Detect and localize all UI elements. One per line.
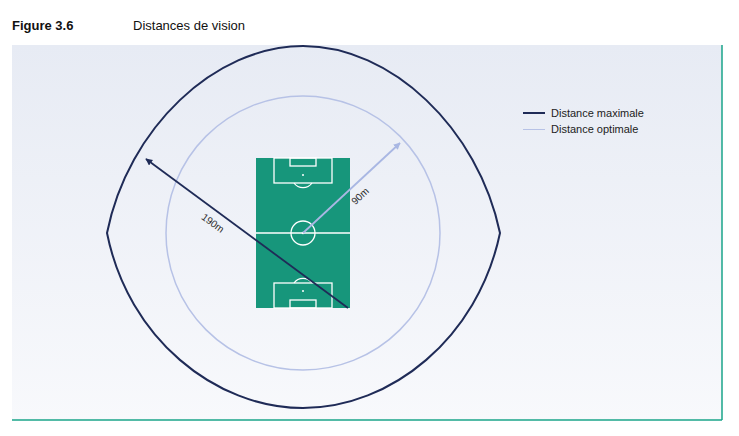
legend-entry: Distance optimale <box>523 122 638 136</box>
optimal-distance-arrow <box>303 143 400 233</box>
legend-text: Distance maximale <box>551 107 644 119</box>
panel-ground <box>12 45 722 420</box>
figure-title: Distances de vision <box>133 19 245 33</box>
optimal-distance-circle <box>166 96 440 370</box>
legend-line-sample <box>523 112 545 114</box>
dimension-label: 190m <box>200 211 227 235</box>
legend-entry: Distance maximale <box>523 106 644 120</box>
figure-number: Figure 3.6 <box>12 19 73 33</box>
legend-text: Distance optimale <box>551 123 638 135</box>
maximum-distance-outline <box>107 46 500 408</box>
legend-line-sample <box>523 129 545 130</box>
panel-edge <box>12 419 722 421</box>
dimension-label: 90m <box>349 185 371 206</box>
panel-edge <box>721 45 723 420</box>
maximum-distance-arrow <box>146 159 348 308</box>
